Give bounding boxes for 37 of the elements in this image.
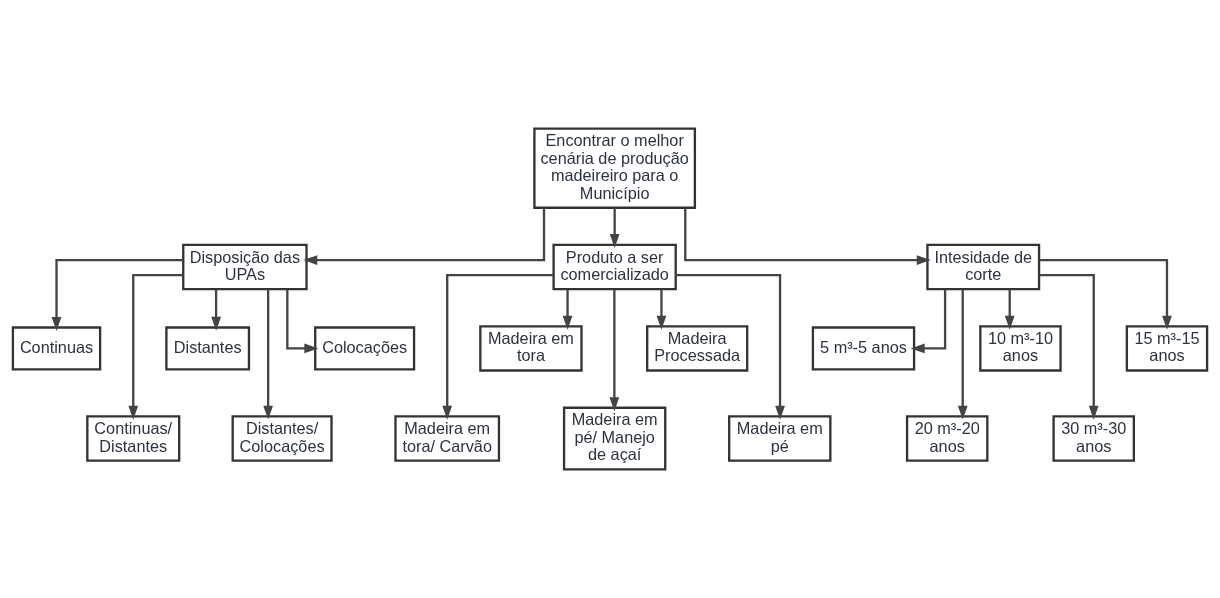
- arrow: [675, 274, 785, 420]
- node-box: Madeira em tora: [479, 325, 583, 372]
- arrow: [51, 258, 184, 331]
- node-box: Intesidade de corte: [926, 243, 1041, 291]
- arrow: [609, 207, 620, 248]
- node-box: Colocações: [314, 326, 416, 371]
- arrow: [684, 208, 931, 265]
- node-box: Madeira em pé: [728, 415, 832, 462]
- arrow: [609, 289, 620, 412]
- node-box: Continuas/ Distantes: [86, 415, 181, 462]
- arrow: [910, 289, 947, 354]
- arrow: [286, 289, 319, 354]
- arrow: [263, 289, 274, 420]
- node-box: 5 m³-5 anos: [811, 326, 916, 371]
- arrow: [303, 208, 546, 265]
- arrow: [442, 274, 554, 420]
- node-box: Encontrar o melhor cenária de produção madeireiro para o Município: [533, 127, 697, 209]
- node-box: Disposição das UPAs: [182, 243, 308, 291]
- node-box: 15 m³-15 anos: [1125, 325, 1209, 372]
- arrow: [1039, 274, 1099, 420]
- arrow: [957, 289, 968, 420]
- arrow: [656, 289, 667, 330]
- node-box: 20 m³-20 anos: [905, 415, 989, 462]
- arrow: [1004, 289, 1015, 330]
- node-box: Distantes/ Colocações: [231, 415, 333, 462]
- node-box: Madeira Processada: [646, 325, 749, 372]
- arrow: [562, 289, 573, 330]
- node-box: Distantes: [165, 326, 251, 371]
- node-box: Madeira em tora/ Carvão: [394, 415, 501, 462]
- node-box: 30 m³-30 anos: [1052, 415, 1135, 462]
- arrow: [128, 274, 184, 420]
- arrow: [211, 289, 221, 331]
- arrow: [1039, 258, 1172, 330]
- node-box: 10 m³-10 anos: [979, 325, 1062, 372]
- node-box: Continuas: [11, 326, 102, 371]
- node-box: Produto a ser comercializado: [552, 243, 677, 291]
- node-box: Madeira em pé/ Manejo de açaí: [562, 406, 667, 471]
